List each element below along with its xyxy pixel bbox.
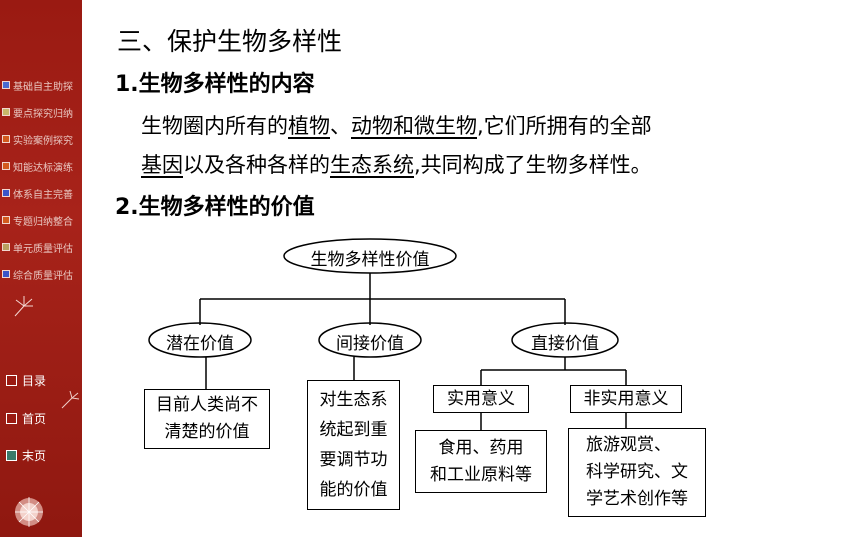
last-page-label: 末页	[22, 448, 47, 463]
box-text: 要调节功	[319, 450, 388, 470]
sidebar: 基础自主助探要点探究归纳实验案例探究知能达标演练体系自主完善专题归纳整合单元质量…	[0, 0, 82, 537]
nav-item-label: 实验案例探究	[13, 135, 73, 147]
nav-square-icon	[2, 162, 10, 170]
checkbox-icon	[6, 412, 17, 424]
underlined-term: 动物	[351, 114, 393, 138]
potential-value-label: 潜在价值	[166, 334, 234, 354]
text-span: 生物圈内所有的	[141, 114, 288, 138]
subsection-title-value: 2.生物多样性的价值	[115, 195, 315, 220]
nonpractical-label: 非实用意义	[583, 388, 669, 409]
nonpractical-box: 非实用意义	[570, 385, 682, 413]
box-text: 对生态系	[319, 390, 388, 410]
home-button[interactable]: 首页	[6, 409, 46, 427]
last-page-button[interactable]: 末页	[6, 446, 46, 464]
box-text: 和工业原料等	[430, 464, 532, 485]
indirect-value-label: 间接价值	[336, 334, 404, 354]
text-span: ,它们所拥有的全部	[477, 114, 652, 138]
checkbox-icon	[6, 449, 17, 461]
text-span: 以及各种各样的	[183, 153, 330, 177]
checkbox-icon	[6, 374, 17, 386]
box-text: 旅游观赏、	[586, 435, 671, 455]
nav-item-label: 专题归纳整合	[13, 216, 73, 228]
underlined-term: 和	[393, 114, 414, 138]
nav-item[interactable]: 专题归纳整合	[2, 212, 73, 228]
nav-item[interactable]: 知能达标演练	[2, 158, 73, 174]
subsection-title-content: 1.生物多样性的内容	[115, 72, 315, 97]
potential-desc-box: 目前人类尚不 清楚的价值	[144, 389, 270, 449]
box-text: 统起到重	[319, 420, 388, 440]
home-label: 首页	[22, 411, 47, 426]
nav-square-icon	[2, 270, 10, 278]
text-span: ,共同构成了生物多样性。	[414, 153, 652, 177]
underlined-term: 基因	[141, 153, 183, 177]
nav-item-label: 单元质量评估	[13, 243, 73, 255]
direct-value-label: 直接价值	[531, 334, 599, 354]
dandelion-flower-icon	[15, 497, 43, 527]
nav-square-icon	[2, 216, 10, 224]
text-span: 、	[330, 114, 351, 138]
nav-item-label: 综合质量评估	[13, 270, 73, 282]
practical-box: 实用意义	[433, 385, 529, 413]
toc-label: 目录	[22, 373, 47, 388]
nav-item-label: 知能达标演练	[13, 162, 73, 174]
box-text: 科学研究、文	[586, 462, 688, 482]
nav-item[interactable]: 基础自主助探	[2, 77, 73, 93]
seed-icon	[61, 390, 80, 409]
underlined-term: 植物	[288, 114, 330, 138]
root-node-label: 生物多样性价值	[310, 250, 430, 270]
paragraph-line-1: 生物圈内所有的植物、动物和微生物,它们所拥有的全部	[141, 110, 652, 140]
nonpractical-desc-box: 旅游观赏、 科学研究、文 学艺术创作等	[568, 428, 706, 517]
nav-square-icon	[2, 81, 10, 89]
underlined-term: 微生物	[414, 114, 477, 138]
dandelion-icon	[14, 296, 33, 317]
nav-square-icon	[2, 135, 10, 143]
nav-item-label: 要点探究归纳	[13, 108, 73, 120]
underlined-term: 生态系统	[330, 153, 414, 177]
nav-square-icon	[2, 189, 10, 197]
box-text: 学艺术创作等	[586, 489, 688, 509]
nav-item-label: 基础自主助探	[13, 81, 73, 93]
box-text: 能的价值	[319, 480, 388, 500]
box-text: 清楚的价值	[164, 422, 250, 442]
nav-item[interactable]: 实验案例探究	[2, 131, 73, 147]
paragraph-line-2: 基因以及各种各样的生态系统,共同构成了生物多样性。	[141, 149, 652, 179]
toc-button[interactable]: 目录	[6, 371, 46, 389]
nav-item-label: 体系自主完善	[13, 189, 73, 201]
nav-item[interactable]: 综合质量评估	[2, 266, 73, 282]
nav-item[interactable]: 要点探究归纳	[2, 104, 73, 120]
nav-square-icon	[2, 108, 10, 116]
box-text: 目前人类尚不	[156, 395, 258, 415]
nav-item[interactable]: 单元质量评估	[2, 239, 73, 255]
practical-desc-box: 食用、药用 和工业原料等	[415, 430, 547, 493]
nav-item[interactable]: 体系自主完善	[2, 185, 73, 201]
box-text: 食用、药用	[438, 437, 524, 458]
indirect-desc-box: 对生态系 统起到重 要调节功 能的价值	[307, 380, 400, 510]
practical-label: 实用意义	[447, 388, 515, 409]
section-title: 三、保护生物多样性	[117, 27, 343, 56]
nav-square-icon	[2, 243, 10, 251]
